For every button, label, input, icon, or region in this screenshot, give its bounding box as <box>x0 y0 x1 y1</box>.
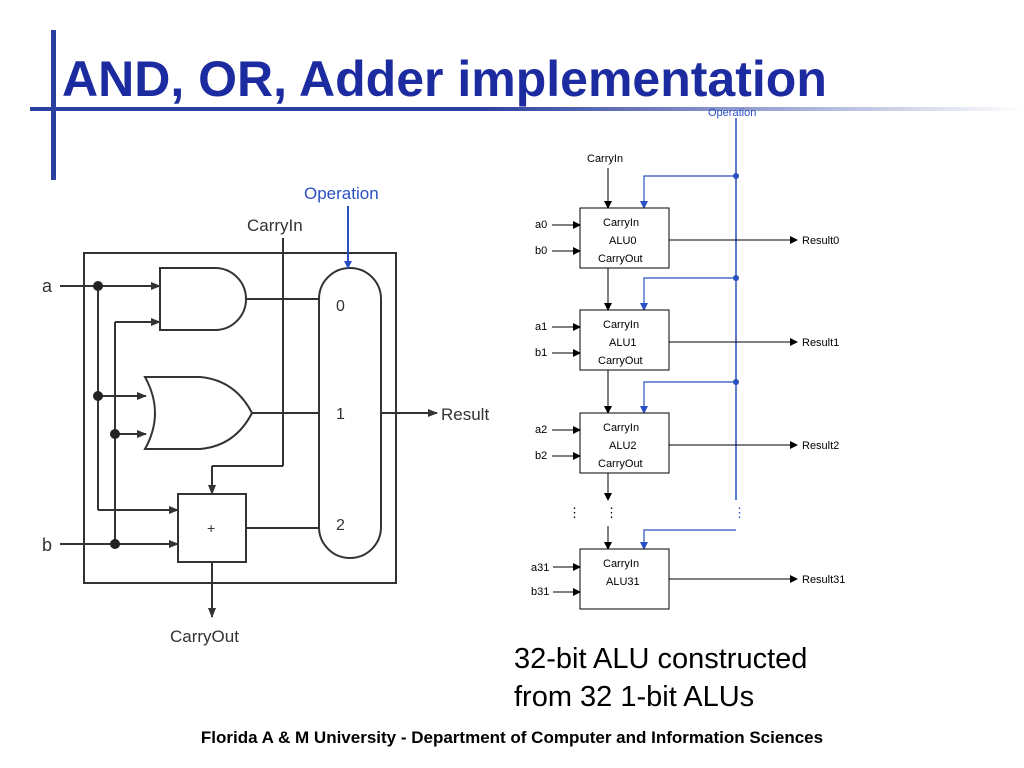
junction-dots <box>93 281 120 549</box>
stage-name: ALU0 <box>609 235 637 247</box>
operation-tap-alu2 <box>640 381 736 414</box>
alu-stage-box <box>579 548 670 610</box>
stage-result: Result2 <box>802 440 839 452</box>
stage-carryin: CarryIn <box>603 319 639 331</box>
stage-result: Result0 <box>802 235 839 247</box>
operation-tap-alu31 <box>640 529 736 550</box>
operation-tap-alu1 <box>640 277 736 311</box>
or-gate <box>143 376 254 450</box>
carryout-label: CarryOut <box>170 627 239 646</box>
stage-input-b: b2 <box>535 450 547 462</box>
stage-name: ALU2 <box>609 440 637 452</box>
stage-carryin: CarryIn <box>603 217 639 229</box>
mux <box>318 267 382 559</box>
slide-footer: Florida A & M University - Department of… <box>200 728 824 747</box>
ripple-alu: Operation CarryIn CarryIn ALU0 CarryOut … <box>531 107 845 610</box>
stage-carryout: CarryOut <box>598 458 643 470</box>
ellipsis-inputs: ⋮ <box>568 505 581 520</box>
stage-carryout: CarryOut <box>598 253 643 265</box>
diagram-caption: 32-bit ALU constructed from 32 1-bit ALU… <box>514 640 807 716</box>
alu-stage-1: CarryIn ALU1 CarryOut a1 b1 Result1 <box>535 309 839 371</box>
alu-cell-frame <box>83 252 397 584</box>
title-accent-bar <box>51 30 56 180</box>
mux-input-1: 1 <box>336 406 345 423</box>
ellipsis-carry: ⋮ <box>605 505 618 520</box>
junction-dot <box>110 539 120 549</box>
mux-input-0: 0 <box>336 298 345 315</box>
stage-input-a: a1 <box>535 321 547 333</box>
operation-bus-label: Operation <box>708 107 756 119</box>
ellipsis-operation: ⋮ <box>733 505 746 520</box>
slide-title: AND, OR, Adder implementation <box>62 51 827 107</box>
stage-input-a: a0 <box>535 219 547 231</box>
junction-dot <box>110 429 120 439</box>
stage-input-b: b0 <box>535 245 547 257</box>
caption-line-2: from 32 1-bit ALUs <box>514 681 755 713</box>
alu-stage-box <box>579 309 670 371</box>
alu-stage-0: CarryIn ALU0 CarryOut a0 b0 Result0 <box>535 207 839 269</box>
operation-tap-alu0 <box>640 175 736 209</box>
stage-input-b: b1 <box>535 347 547 359</box>
stage-name: ALU1 <box>609 337 637 349</box>
and-gate <box>159 267 247 331</box>
stage-carryin: CarryIn <box>603 558 639 570</box>
stage-input-b: b31 <box>531 586 549 598</box>
carryin-label: CarryIn <box>247 216 303 235</box>
alu-stage-2: CarryIn ALU2 CarryOut a2 b2 Result2 <box>535 412 839 474</box>
adder-symbol: + <box>207 520 215 536</box>
mux-input-2: 2 <box>336 517 345 534</box>
input-b-label: b <box>42 535 52 555</box>
top-carryin-label: CarryIn <box>587 153 623 165</box>
title-underline <box>30 107 1024 111</box>
stage-name: ALU31 <box>606 576 640 588</box>
stage-input-a: a31 <box>531 562 549 574</box>
stage-carryin: CarryIn <box>603 422 639 434</box>
caption-line-1: 32-bit ALU constructed <box>514 643 808 675</box>
alu-stage-box <box>579 412 670 474</box>
alu-stage-31: CarryIn ALU31 a31 b31 Result31 <box>531 548 845 610</box>
alu-stage-box <box>579 207 670 269</box>
stage-input-a: a2 <box>535 424 547 436</box>
junction-dot <box>93 281 103 291</box>
stage-result: Result1 <box>802 337 839 349</box>
stage-carryout: CarryOut <box>598 355 643 367</box>
result-label: Result <box>441 405 489 424</box>
input-a-label: a <box>42 276 53 296</box>
stage-result: Result31 <box>802 574 845 586</box>
one-bit-alu <box>60 238 438 618</box>
junction-dot <box>93 391 103 401</box>
operation-label: Operation <box>304 184 379 203</box>
